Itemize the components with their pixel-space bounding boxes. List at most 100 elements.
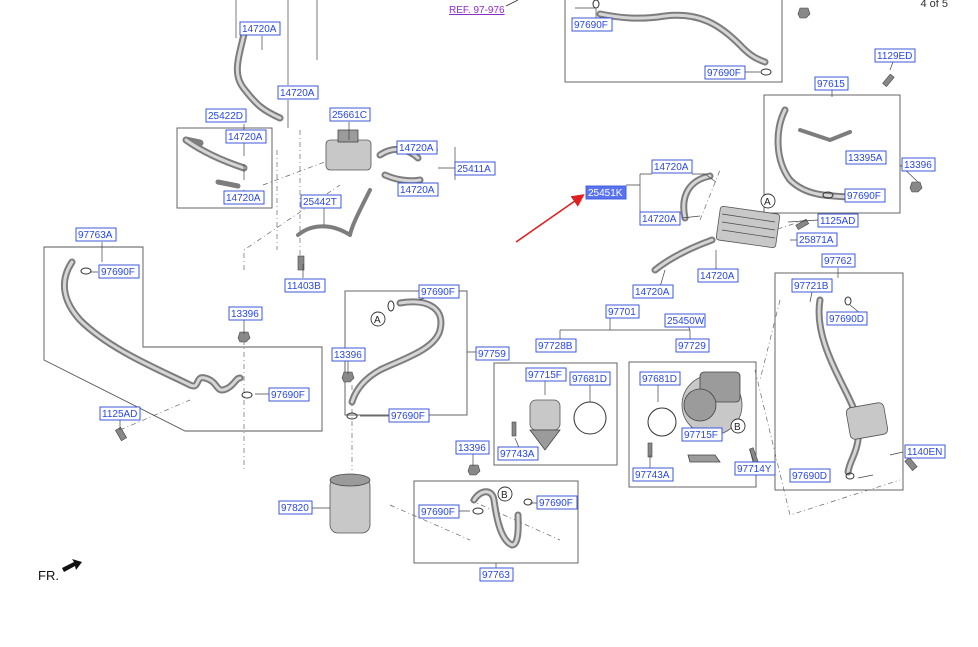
part-label-25871A[interactable]: 25871A	[796, 232, 838, 247]
part-label-97743A[interactable]: 97743A	[497, 446, 539, 461]
egr-valve-body	[325, 129, 372, 171]
part-label-1129ED[interactable]: 1129ED	[874, 48, 916, 63]
svg-text:1129ED: 1129ED	[877, 51, 912, 62]
part-label-14720A[interactable]: 14720A	[223, 190, 265, 205]
part-label-25411A[interactable]: 25411A	[454, 161, 496, 176]
part-label-25451K[interactable]: 25451K	[585, 185, 627, 200]
svg-text:25450W: 25450W	[667, 316, 705, 327]
part-label-25450W[interactable]: 25450W	[664, 313, 706, 328]
svg-text:97762: 97762	[824, 256, 852, 267]
svg-text:97820: 97820	[281, 503, 309, 514]
svg-text:97690F: 97690F	[574, 20, 608, 31]
part-label-1125AD[interactable]: 1125AD	[99, 406, 141, 421]
hose-top-right	[596, 10, 769, 66]
svg-text:97615: 97615	[817, 79, 845, 90]
part-label-25661C[interactable]: 25661C	[329, 107, 371, 122]
part-label-97681D[interactable]: 97681D	[639, 371, 681, 386]
svg-text:13396: 13396	[904, 160, 932, 171]
part-label-97715F[interactable]: 97715F	[525, 367, 567, 382]
part-label-97690F[interactable]: 97690F	[418, 284, 460, 299]
part-label-14720A[interactable]: 14720A	[632, 284, 674, 299]
group-frame-left-hose	[43, 246, 323, 432]
svg-text:14720A: 14720A	[399, 143, 434, 154]
svg-text:97690F: 97690F	[391, 411, 425, 422]
group-frame-top-left	[176, 127, 273, 209]
part-label-97820[interactable]: 97820	[278, 500, 313, 515]
svg-text:14720A: 14720A	[700, 271, 735, 282]
svg-text:97715F: 97715F	[684, 430, 718, 441]
electric-compressor	[647, 371, 743, 463]
svg-text:14720A: 14720A	[242, 24, 277, 35]
svg-text:13395A: 13395A	[848, 153, 883, 164]
part-label-97690D[interactable]: 97690D	[789, 468, 831, 483]
part-label-97763A[interactable]: 97763A	[75, 227, 117, 242]
marker-b-compressor: B	[730, 418, 746, 434]
part-label-97715F[interactable]: 97715F	[681, 427, 723, 442]
svg-text:97714Y: 97714Y	[737, 464, 772, 475]
part-label-97762[interactable]: 97762	[821, 253, 856, 268]
svg-text:25451K: 25451K	[588, 188, 623, 199]
part-label-13395A[interactable]: 13395A	[845, 150, 887, 165]
part-label-97690F[interactable]: 97690F	[98, 264, 140, 279]
part-label-97759[interactable]: 97759	[475, 346, 510, 361]
hose-right-frame	[774, 106, 854, 201]
part-label-97763[interactable]: 97763	[479, 567, 514, 582]
part-label-97615[interactable]: 97615	[814, 76, 849, 91]
group-frame-valve	[493, 362, 618, 466]
part-label-1125AD[interactable]: 1125AD	[817, 213, 859, 228]
svg-text:97681D: 97681D	[572, 374, 607, 385]
svg-text:97690F: 97690F	[421, 507, 455, 518]
part-label-13396[interactable]: 13396	[228, 306, 263, 321]
part-label-14720A[interactable]: 14720A	[397, 182, 439, 197]
part-label-97690F[interactable]: 97690F	[844, 188, 886, 203]
egr-cooler-unit	[715, 205, 781, 249]
part-label-14720A[interactable]: 14720A	[651, 159, 693, 174]
o-rings	[80, 0, 855, 515]
svg-text:11403B: 11403B	[287, 281, 321, 292]
part-label-97743A[interactable]: 97743A	[632, 467, 674, 482]
svg-text:97729: 97729	[678, 341, 706, 352]
part-label-14720A[interactable]: 14720A	[697, 268, 739, 283]
part-label-14720A[interactable]: 14720A	[225, 129, 267, 144]
front-direction-arrow-icon	[62, 559, 82, 572]
part-label-14720A[interactable]: 14720A	[639, 211, 681, 226]
part-label-97690F[interactable]: 97690F	[704, 65, 746, 80]
receiver-drier	[329, 473, 371, 534]
part-label-13396[interactable]: 13396	[901, 157, 936, 172]
svg-text:97690F: 97690F	[847, 191, 881, 202]
svg-text:97690F: 97690F	[271, 390, 305, 401]
reference-link[interactable]: REF. 97-976	[449, 0, 519, 16]
expansion-valve	[529, 399, 607, 451]
svg-text:97763: 97763	[482, 570, 510, 581]
part-label-97690D[interactable]: 97690D	[826, 311, 868, 326]
part-label-97690F[interactable]: 97690F	[268, 387, 310, 402]
part-label-25442T[interactable]: 25442T	[300, 194, 342, 209]
svg-text:14720A: 14720A	[654, 162, 689, 173]
part-label-13396[interactable]: 13396	[331, 347, 366, 362]
svg-text:25422D: 25422D	[208, 111, 243, 122]
part-label-97690F[interactable]: 97690F	[418, 504, 460, 519]
svg-text:97728B: 97728B	[538, 341, 573, 352]
part-label-97729[interactable]: 97729	[675, 338, 710, 353]
part-label-97728B[interactable]: 97728B	[535, 338, 577, 353]
part-label-97681D[interactable]: 97681D	[569, 371, 611, 386]
part-label-14720A[interactable]: 14720A	[396, 140, 438, 155]
part-label-25422D[interactable]: 25422D	[205, 108, 247, 123]
part-label-97690F[interactable]: 97690F	[536, 495, 578, 510]
part-label-97721B[interactable]: 97721B	[791, 278, 833, 293]
part-label-13396[interactable]: 13396	[455, 440, 490, 455]
svg-text:97715F: 97715F	[528, 370, 562, 381]
svg-text:25442T: 25442T	[303, 197, 337, 208]
part-label-97701[interactable]: 97701	[605, 304, 640, 319]
part-label-14720A[interactable]: 14720A	[277, 85, 319, 100]
part-label-97714Y[interactable]: 97714Y	[734, 461, 776, 476]
group-frame-accumulator	[774, 272, 904, 491]
svg-text:14720A: 14720A	[400, 185, 435, 196]
part-label-97690F[interactable]: 97690F	[388, 408, 430, 423]
svg-text:97690F: 97690F	[421, 287, 455, 298]
part-label-14720A[interactable]: 14720A	[239, 21, 281, 36]
hose-left-long	[60, 258, 244, 394]
part-label-97690F[interactable]: 97690F	[571, 17, 613, 32]
part-label-1140EN[interactable]: 1140EN	[904, 444, 946, 459]
part-label-11403B[interactable]: 11403B	[284, 278, 326, 293]
